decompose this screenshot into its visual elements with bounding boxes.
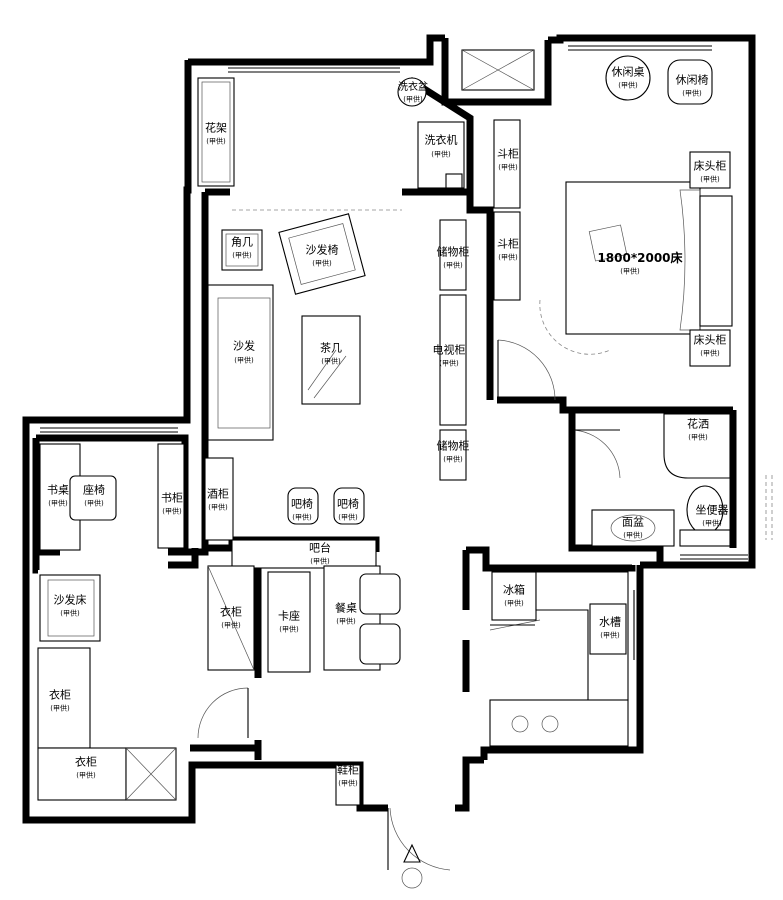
washing-machine-tag: (甲供) xyxy=(431,150,451,159)
wardrobe-bottom-label: 衣柜 xyxy=(75,755,97,769)
bedside-bottom-tag: (甲供) xyxy=(700,349,720,358)
sofa-bed-tag: (甲供) xyxy=(60,609,80,618)
leisure-chair-label: 休闲椅 xyxy=(675,73,709,87)
dining-table-label: 餐桌 xyxy=(335,601,357,615)
bookcase-label: 书柜 xyxy=(161,491,183,505)
seat-chair-label: 座椅 xyxy=(83,483,105,497)
washing-basin-label: 洗衣盆 xyxy=(398,82,428,93)
coffee-table-tag: (甲供) xyxy=(321,357,341,366)
shower-tag: (甲供) xyxy=(688,433,708,442)
bedside-top-tag: (甲供) xyxy=(700,175,720,184)
walls xyxy=(22,34,756,824)
wash-basin-tag: (甲供) xyxy=(623,531,643,540)
bar-stool-2-label: 吧椅 xyxy=(337,497,359,511)
chest-cabinet-1-tag: (甲供) xyxy=(498,163,518,172)
flower-rack-label: 花架 xyxy=(205,121,227,135)
wine-cabinet-label: 酒柜 xyxy=(207,487,229,501)
openings xyxy=(40,45,773,871)
fridge-tag: (甲供) xyxy=(504,599,524,608)
wardrobe-left-tag: (甲供) xyxy=(50,704,70,713)
wardrobe-left-label: 衣柜 xyxy=(49,688,71,702)
washing-basin-tag: (甲供) xyxy=(403,95,423,104)
wash-basin-label: 面盆 xyxy=(622,515,644,529)
corner-table-tag: (甲供) xyxy=(232,251,252,260)
sofa-chair-tag: (甲供) xyxy=(312,259,332,268)
wardrobe-bottom-tag: (甲供) xyxy=(76,771,96,780)
desk-tag: (甲供) xyxy=(48,499,68,508)
corner-table-label: 角几 xyxy=(231,235,253,249)
sofa-tag: (甲供) xyxy=(234,356,254,365)
toilet-tag: (甲供) xyxy=(702,519,722,528)
tv-cabinet-label: 电视柜 xyxy=(432,343,466,357)
bedside-top-label: 床头柜 xyxy=(693,159,727,173)
bar-stool-1-label: 吧椅 xyxy=(291,497,313,511)
flower-rack-tag: (甲供) xyxy=(206,137,226,146)
furniture xyxy=(37,49,733,806)
coffee-table-label: 茶几 xyxy=(320,341,342,355)
desk-label: 书桌 xyxy=(47,483,69,497)
seat-chair-tag: (甲供) xyxy=(84,499,104,508)
wardrobe-middle-tag: (甲供) xyxy=(221,621,241,630)
bar-stool-2-tag: (甲供) xyxy=(338,513,358,522)
dining-table-tag: (甲供) xyxy=(336,617,356,626)
fridge-label: 冰箱 xyxy=(503,583,525,597)
compass-icon xyxy=(401,843,423,889)
chest-cabinet-1-label: 斗柜 xyxy=(497,147,519,161)
leisure-chair-tag: (甲供) xyxy=(682,89,702,98)
storage-top-tag: (甲供) xyxy=(443,261,463,270)
bookcase-tag: (甲供) xyxy=(162,507,182,516)
storage-top-label: 储物柜 xyxy=(436,245,470,259)
bar-counter-tag: (甲供) xyxy=(310,557,330,566)
washing-machine-label: 洗衣机 xyxy=(424,133,458,147)
chest-cabinet-2-tag: (甲供) xyxy=(498,253,518,262)
bedside-bottom-label: 床头柜 xyxy=(693,333,727,347)
bed-tag: (甲供) xyxy=(620,267,640,276)
shower-label: 花洒 xyxy=(687,417,709,431)
sofa-chair-label: 沙发椅 xyxy=(305,243,339,257)
shoe-cabinet-label: 鞋柜 xyxy=(337,763,359,777)
sofa-label: 沙发 xyxy=(233,339,255,353)
leisure-table-tag: (甲供) xyxy=(618,81,638,90)
toilet-label: 坐便器 xyxy=(695,503,729,517)
wardrobe-middle-label: 衣柜 xyxy=(220,605,242,619)
bar-stool-1-tag: (甲供) xyxy=(292,513,312,522)
sink-tag: (甲供) xyxy=(600,631,620,640)
bar-counter-label: 吧台 xyxy=(309,541,331,555)
storage-bottom-label: 储物柜 xyxy=(436,439,470,453)
tv-cabinet-tag: (甲供) xyxy=(439,359,459,368)
booth-seat-label: 卡座 xyxy=(278,609,300,623)
bed-label: 1800*2000床 xyxy=(597,251,683,265)
storage-bottom-tag: (甲供) xyxy=(443,455,463,464)
sofa-bed-label: 沙发床 xyxy=(53,593,87,607)
leisure-table-label: 休闲桌 xyxy=(611,65,645,79)
sink-label: 水槽 xyxy=(599,615,621,629)
booth-seat-tag: (甲供) xyxy=(279,625,299,634)
chest-cabinet-2-label: 斗柜 xyxy=(497,237,519,251)
wine-cabinet-tag: (甲供) xyxy=(208,503,228,512)
shoe-cabinet-tag: (甲供) xyxy=(338,779,358,788)
